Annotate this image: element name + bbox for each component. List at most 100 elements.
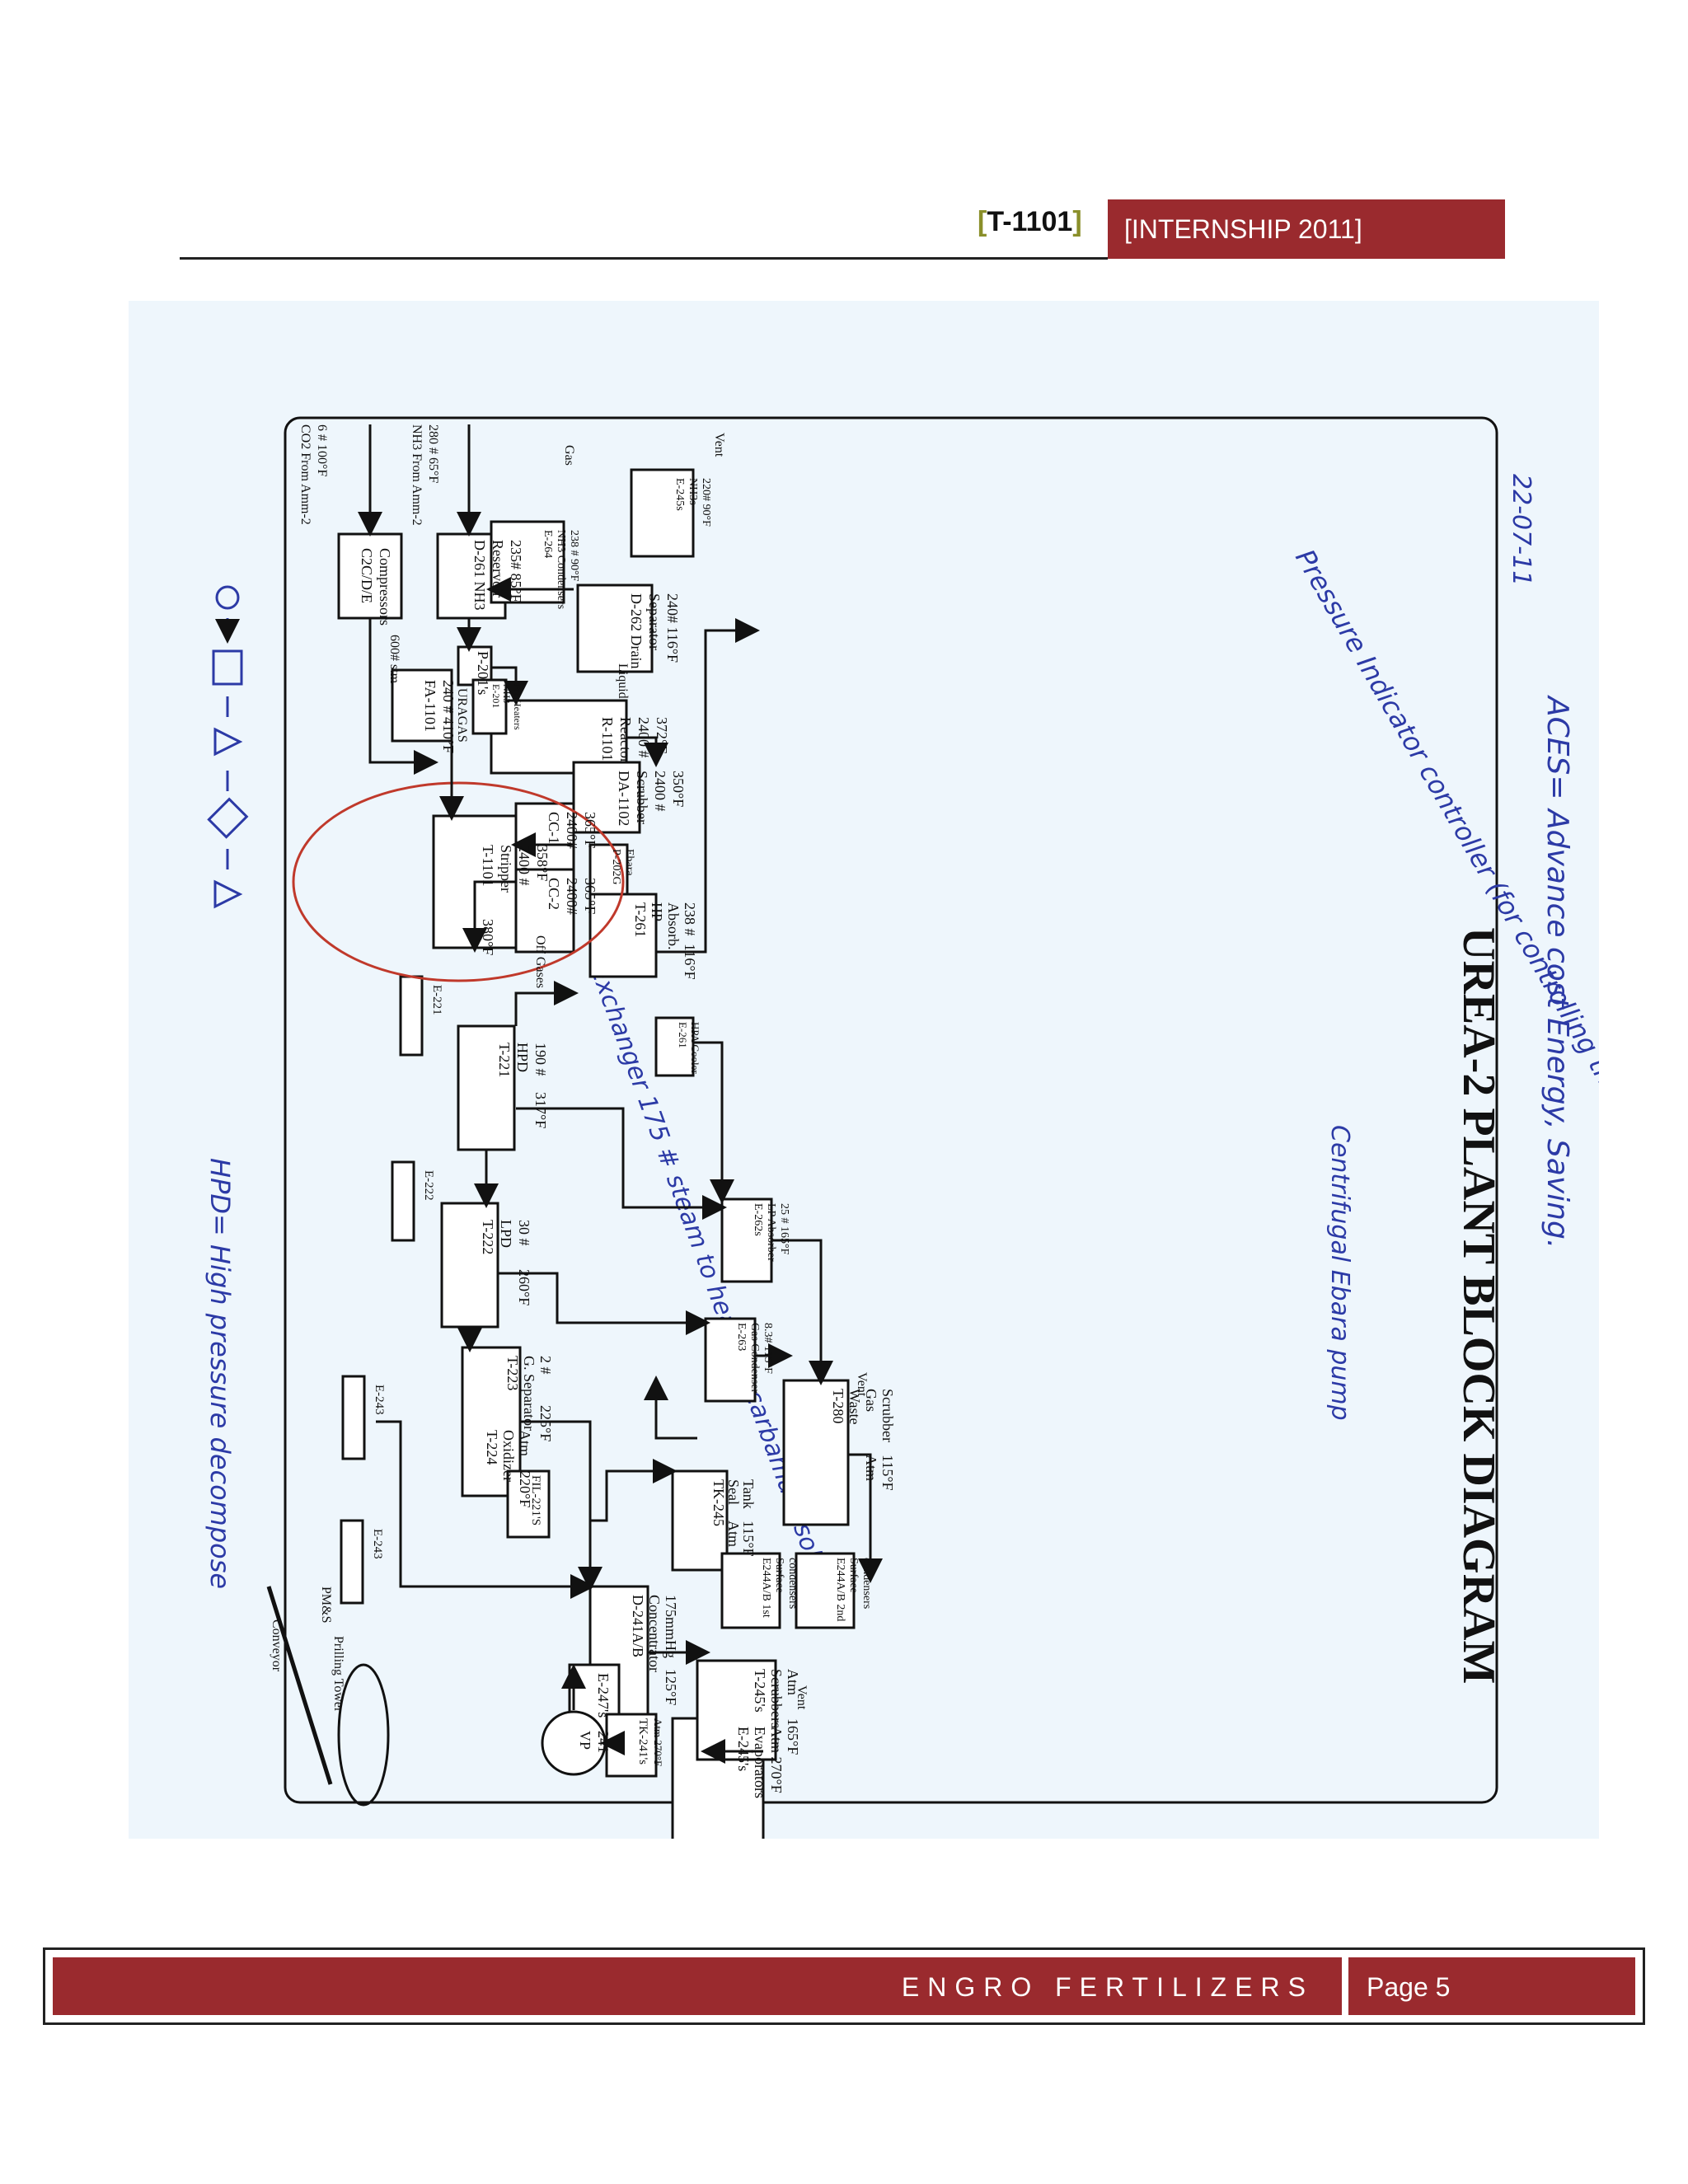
svg-text:Absorb.: Absorb.	[665, 902, 682, 950]
svg-text:condensers: condensers	[786, 1558, 799, 1609]
footer-company-box: ENGRO FERTILIZERS	[53, 1957, 1342, 2015]
svg-text:8.3# 115°F: 8.3# 115°F	[762, 1323, 774, 1374]
label-t221: T-221	[496, 1043, 513, 1077]
label-co2: CO2 From Amm-2	[298, 424, 312, 525]
box-e221	[399, 975, 424, 1057]
label-e221: E-221	[430, 985, 443, 1015]
label-r1101: R-1101	[599, 717, 616, 761]
svg-text:6 # 100°F: 6 # 100°F	[315, 424, 329, 476]
label-t224: T-224	[484, 1430, 500, 1465]
svg-text:238 #: 238 #	[682, 902, 698, 936]
svg-text:Atm: Atm	[863, 1455, 879, 1481]
label-gas-1: Gas	[562, 445, 576, 466]
svg-text:260°F: 260°F	[516, 1269, 532, 1305]
footer-frame	[43, 1947, 1645, 2025]
label-vent-top: Vent	[712, 433, 726, 457]
svg-text:condensers: condensers	[860, 1558, 873, 1609]
label-e201: E-201	[490, 684, 502, 708]
svg-text:Surface: Surface	[847, 1558, 860, 1593]
svg-text:175mmHg: 175mmHg	[663, 1595, 679, 1658]
header-rule	[180, 257, 1108, 260]
label-t1101: T-1101	[480, 845, 496, 887]
svg-text:115°F: 115°F	[879, 1455, 896, 1491]
label-e247: E-247's	[595, 1673, 612, 1718]
diagram-frame	[284, 416, 1498, 1804]
svg-text:240 # 410°F: 240 # 410°F	[440, 680, 457, 753]
label-conveyor: Conveyor	[270, 1619, 284, 1672]
scanned-diagram: UREA-2 PLANT BLOCK DIAGRAM UREA-2 PLANT …	[129, 301, 1599, 1839]
label-d261: D-261 NH3	[471, 540, 488, 611]
label-vent-mid: Vent	[855, 1372, 869, 1397]
label-t280: T-280	[830, 1389, 846, 1423]
svg-text:Reactor: Reactor	[617, 717, 634, 763]
label-e243: E-243	[373, 1385, 386, 1415]
svg-text:Atm: Atm	[785, 1669, 801, 1695]
label-tk245: TK-245	[710, 1479, 727, 1526]
svg-text:NH3: NH3	[501, 684, 513, 703]
svg-text:Scrubber: Scrubber	[634, 771, 650, 824]
svg-text:Atm: Atm	[517, 1430, 533, 1456]
process-lines	[358, 424, 883, 1764]
svg-text:HP: HP	[649, 902, 665, 921]
svg-text:Evaporators: Evaporators	[752, 1727, 768, 1798]
label-t222: T-222	[480, 1220, 496, 1254]
box-t221	[457, 1024, 516, 1151]
svg-text:NH3 Condensers: NH3 Condensers	[555, 530, 567, 609]
svg-text:Stripper: Stripper	[498, 845, 514, 893]
svg-text:Atm 270°F: Atm 270°F	[652, 1718, 664, 1766]
svg-text:Gas: Gas	[863, 1389, 879, 1412]
header-code: [T-1101]	[978, 206, 1082, 237]
diagram-date: 22-07-11	[1507, 474, 1536, 586]
label-e262: E-262s	[752, 1203, 764, 1236]
label-nh3: NH3 From Amm-2	[410, 424, 424, 526]
label-vent-bottom: Vent	[795, 1685, 809, 1710]
svg-text:Separator: Separator	[646, 593, 663, 650]
svg-text:Gas Condenser: Gas Condenser	[748, 1323, 761, 1393]
svg-text:372°F: 372°F	[654, 717, 670, 753]
svg-text:Waste: Waste	[846, 1389, 863, 1425]
label-tk241: TK-241's	[636, 1718, 649, 1765]
svg-text:116°F: 116°F	[682, 944, 698, 980]
label-e264: E-264	[542, 530, 554, 558]
doc-code: T-1101	[987, 206, 1073, 237]
svg-text:LP Absorber: LP Absorber	[765, 1203, 777, 1262]
svg-text:Scrubbers: Scrubbers	[768, 1669, 785, 1728]
svg-text:25 # 165°F: 25 # 165°F	[778, 1203, 790, 1255]
svg-text:30 #: 30 #	[516, 1220, 532, 1246]
svg-text:Tank: Tank	[740, 1479, 757, 1509]
label-d241: D-241A/B	[630, 1595, 646, 1657]
svg-text:Seal: Seal	[725, 1479, 742, 1505]
box-e261	[654, 1016, 695, 1077]
label-liquid-1: Liquid	[616, 663, 630, 699]
box-e245s	[630, 468, 695, 558]
svg-text:Oxidizer: Oxidizer	[500, 1430, 517, 1482]
label-p202: P-202G	[610, 849, 622, 885]
svg-text:HPD: HPD	[514, 1043, 531, 1072]
label-p201: P-201's	[475, 651, 491, 695]
label-uragas: URAGAS	[455, 688, 469, 743]
box-fa1101	[391, 668, 453, 743]
box-e263	[704, 1317, 757, 1403]
label-cc1: CC-1	[546, 812, 562, 844]
box-e244a	[720, 1552, 781, 1629]
svg-text:235# 85°F: 235# 85°F	[508, 540, 524, 602]
label-off-gases: Off Gases	[533, 935, 547, 988]
label-e222: E-222	[422, 1170, 435, 1201]
label-cc2: CC-2	[546, 878, 562, 910]
diagram-title-main: UREA-2 PLANT BLOCK DIAGRAM	[1453, 927, 1504, 1684]
label-prilling: Prilling Tower	[331, 1636, 345, 1713]
footer-company: ENGRO FERTILIZERS	[901, 1972, 1314, 2002]
footer-page: Page 5	[1367, 1972, 1451, 2002]
svg-text:Reservoir: Reservoir	[490, 540, 506, 598]
box-e222	[391, 1160, 415, 1242]
svg-text:220# 90°F: 220# 90°F	[700, 478, 712, 527]
svg-text:2 #: 2 #	[537, 1356, 554, 1375]
label-e245s: E-245s	[673, 478, 686, 511]
svg-text:Compressors: Compressors	[377, 548, 393, 626]
svg-text:NH3s: NH3s	[687, 478, 699, 505]
box-d262	[576, 583, 654, 673]
box-e243b	[340, 1519, 364, 1605]
svg-text:Surface: Surface	[773, 1558, 785, 1593]
box-t261	[588, 893, 658, 978]
